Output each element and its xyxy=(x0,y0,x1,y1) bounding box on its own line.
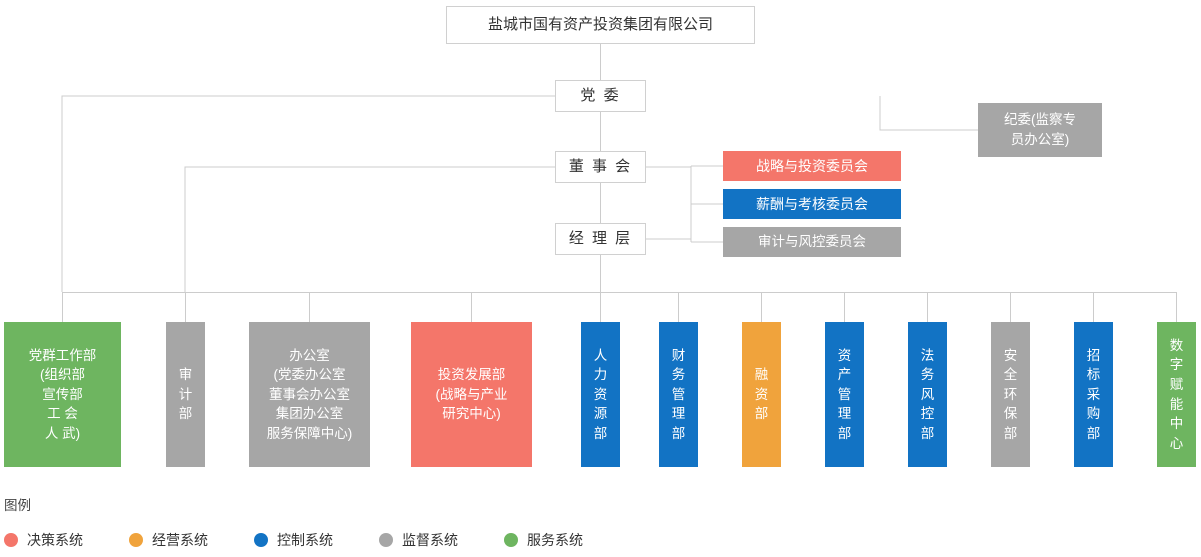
node-dept-investment-label: 投资发展部 (战略与产业 研究中心) xyxy=(435,367,508,422)
node-dept-procurement-label: 招 标 采 购 部 xyxy=(1086,347,1101,441)
node-committee-audit-risk[interactable]: 审计与风控委员会 xyxy=(723,227,901,257)
node-committee-strategy[interactable]: 战略与投资委员会 xyxy=(723,151,901,181)
legend-dot-service-icon xyxy=(504,533,518,547)
node-dept-safety-label: 安 全 环 保 部 xyxy=(1003,347,1018,441)
node-dept-safety[interactable]: 安 全 环 保 部 xyxy=(991,322,1030,467)
legend-item-service[interactable]: 服务系统 xyxy=(504,530,583,550)
legend-item-control[interactable]: 控制系统 xyxy=(254,530,333,550)
node-dept-procurement[interactable]: 招 标 采 购 部 xyxy=(1074,322,1113,467)
node-dept-party-affairs[interactable]: 党群工作部 (组织部 宣传部 工 会 人 武) xyxy=(4,322,121,467)
legend-item-decision[interactable]: 决策系统 xyxy=(4,530,83,550)
node-dept-digital[interactable]: 数 字 赋 能 中 心 xyxy=(1157,322,1196,467)
node-committee-strategy-label: 战略与投资委员会 xyxy=(756,157,868,174)
node-dept-financing[interactable]: 融 资 部 xyxy=(742,322,781,467)
legend-label-service: 服务系统 xyxy=(527,532,583,548)
node-root[interactable]: 盐城市国有资产投资集团有限公司 xyxy=(446,6,755,44)
node-committee-audit-risk-label: 审计与风控委员会 xyxy=(758,234,866,250)
node-discipline-committee-label: 纪委(监察专 员办公室) xyxy=(1004,112,1076,147)
node-dept-digital-label: 数 字 赋 能 中 心 xyxy=(1169,337,1184,451)
legend-dot-control-icon xyxy=(254,533,268,547)
node-committee-compensation[interactable]: 薪酬与考核委员会 xyxy=(723,189,901,219)
node-dept-asset[interactable]: 资 产 管 理 部 xyxy=(825,322,864,467)
node-party-committee-label: 党 委 xyxy=(580,87,621,105)
legend-item-operation[interactable]: 经营系统 xyxy=(129,530,208,550)
node-dept-hr-label: 人 力 资 源 部 xyxy=(593,347,608,441)
node-dept-office[interactable]: 办公室 (党委办公室 董事会办公室 集团办公室 服务保障中心) xyxy=(249,322,370,467)
legend-dot-supervision-icon xyxy=(379,533,393,547)
node-dept-office-label: 办公室 (党委办公室 董事会办公室 集团办公室 服务保障中心) xyxy=(266,347,353,441)
node-dept-hr[interactable]: 人 力 资 源 部 xyxy=(581,322,620,467)
legend-label-control: 控制系统 xyxy=(277,532,333,548)
legend-dot-operation-icon xyxy=(129,533,143,547)
legend-items: 决策系统 经营系统 控制系统 监督系统 服务系统 xyxy=(4,530,629,550)
node-dept-audit-label: 审 计 部 xyxy=(178,367,193,422)
node-management-label: 经 理 层 xyxy=(568,230,633,248)
node-board[interactable]: 董 事 会 xyxy=(555,151,646,183)
node-root-label: 盐城市国有资产投资集团有限公司 xyxy=(487,16,713,34)
legend-title: 图例 xyxy=(4,498,31,513)
node-dept-audit[interactable]: 审 计 部 xyxy=(166,322,205,467)
legend-label-operation: 经营系统 xyxy=(152,532,208,548)
node-dept-investment[interactable]: 投资发展部 (战略与产业 研究中心) xyxy=(411,322,532,467)
node-dept-party-affairs-label: 党群工作部 (组织部 宣传部 工 会 人 武) xyxy=(28,347,97,441)
node-dept-finance[interactable]: 财 务 管 理 部 xyxy=(659,322,698,467)
node-dept-financing-label: 融 资 部 xyxy=(754,367,769,422)
node-committee-compensation-label: 薪酬与考核委员会 xyxy=(756,195,868,212)
legend-dot-decision-icon xyxy=(4,533,18,547)
node-party-committee[interactable]: 党 委 xyxy=(555,80,646,112)
legend-label-decision: 决策系统 xyxy=(27,532,83,548)
node-dept-legal-label: 法 务 风 控 部 xyxy=(920,347,935,441)
node-discipline-committee[interactable]: 纪委(监察专 员办公室) xyxy=(978,103,1102,157)
node-management[interactable]: 经 理 层 xyxy=(555,223,646,255)
legend-item-supervision[interactable]: 监督系统 xyxy=(379,530,458,550)
node-dept-finance-label: 财 务 管 理 部 xyxy=(671,347,686,441)
node-dept-legal[interactable]: 法 务 风 控 部 xyxy=(908,322,947,467)
node-board-label: 董 事 会 xyxy=(568,158,633,176)
node-dept-asset-label: 资 产 管 理 部 xyxy=(837,347,852,441)
legend-label-supervision: 监督系统 xyxy=(402,532,458,548)
